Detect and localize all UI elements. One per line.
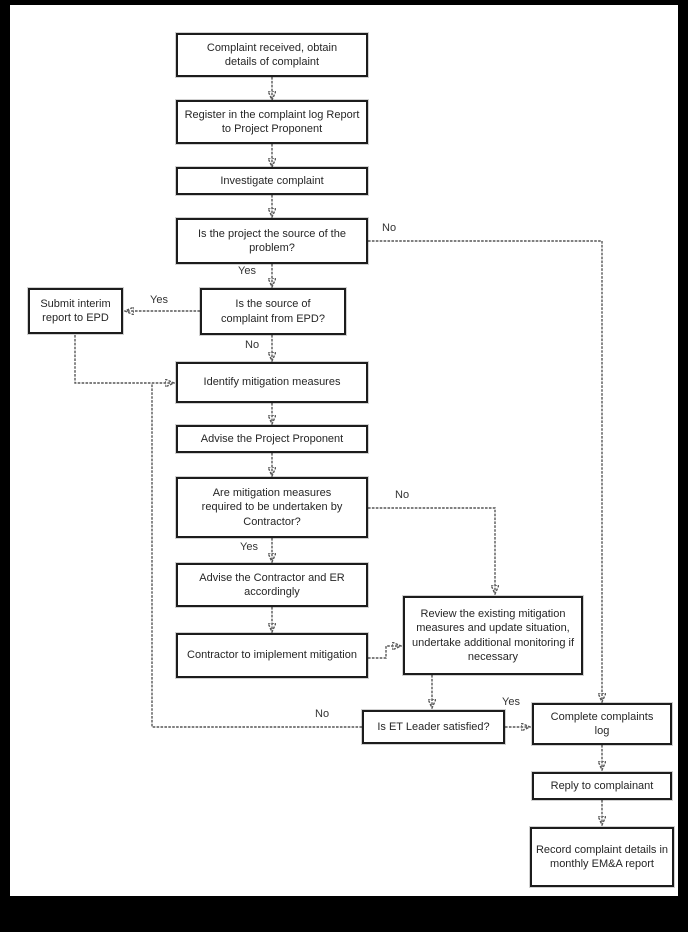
edge-interim-to-identify	[74, 335, 173, 383]
flow-node-identify-mitigation-measures: Identify mitigation measures	[176, 362, 368, 403]
edge-label-source-epd-no: No	[243, 339, 262, 352]
edge-et-leader-no	[151, 383, 362, 728]
edge-label-source-epd-yes: Yes	[148, 294, 170, 307]
flow-node-reply-to-complainant: Reply to complainant	[532, 772, 672, 800]
edge-required-no	[368, 507, 495, 593]
flow-node-review-existing-mitigation: Review the existing mitigation measures …	[403, 596, 583, 675]
frame-left-bar	[0, 0, 10, 932]
flow-node-complaint-received: Complaint received, obtain details of co…	[176, 33, 368, 77]
edge-label-mitigation-required-yes: Yes	[238, 541, 260, 554]
flow-node-project-source-decision: Is the project the source of the problem…	[176, 218, 368, 264]
frame-right-bar	[678, 0, 688, 932]
flow-node-contractor-implement-mitigation: Contractor to imiplement mitigation	[176, 633, 368, 678]
flow-node-submit-interim-report: Submit interim report to EPD	[28, 288, 123, 334]
flow-node-investigate-complaint: Investigate complaint	[176, 167, 368, 195]
edge-source-no	[368, 240, 602, 701]
edge-label-project-source-yes: Yes	[236, 265, 258, 278]
edge-label-project-source-no: No	[380, 222, 399, 235]
edge-label-mitigation-required-no: No	[393, 489, 412, 502]
flow-node-complete-complaints-log: Complete complaints log	[532, 703, 672, 745]
frame-top-bar	[0, 0, 688, 5]
edge-label-et-leader-no: No	[313, 708, 332, 721]
flow-node-mitigation-by-contractor-decision: Are mitigation measures required to be u…	[176, 477, 368, 538]
frame-bottom-bar	[0, 896, 688, 932]
edge-label-et-leader-yes: Yes	[500, 696, 522, 709]
flow-node-et-leader-satisfied-decision: Is ET Leader satisfied?	[362, 710, 505, 744]
flow-node-register-complaint-log: Register in the complaint log Report to …	[176, 100, 368, 144]
flow-node-record-complaint-details: Record complaint details in monthly EM&A…	[530, 827, 674, 887]
flow-node-advise-project-proponent: Advise the Project Proponent	[176, 425, 368, 453]
flow-node-source-from-epd-decision: Is the source of complaint from EPD?	[200, 288, 346, 335]
edge-implement-to-review	[368, 646, 400, 659]
flow-node-advise-contractor-er: Advise the Contractor and ER accordingly	[176, 563, 368, 607]
